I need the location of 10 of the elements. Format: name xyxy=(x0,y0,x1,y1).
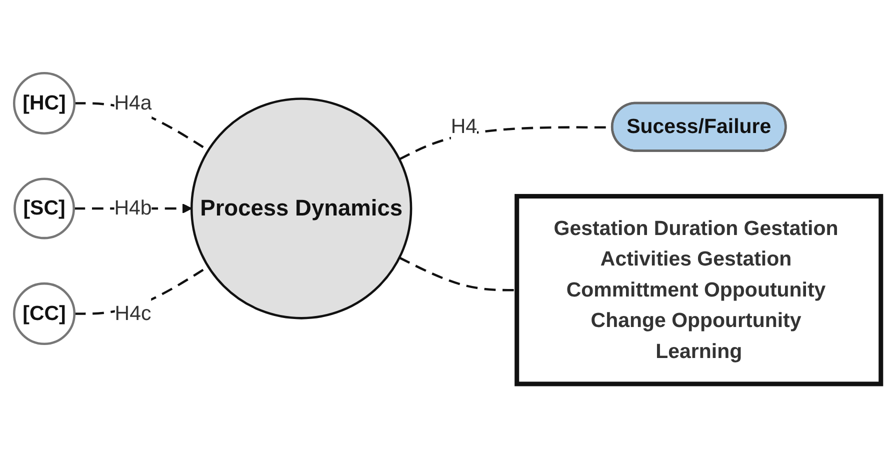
edge-label: H4c xyxy=(114,302,152,324)
node-circle: [CC] xyxy=(12,282,76,345)
node-box: Gestation Duration Gestation Activities Gestation Committment Oppoutunity Change Oppourtunity Learning xyxy=(514,194,884,386)
connector xyxy=(398,256,517,292)
edge-label: H4a xyxy=(114,91,152,114)
node-circle: [SC] xyxy=(14,178,75,240)
edge-label: H4b xyxy=(114,196,152,220)
node-circle: [HC] xyxy=(12,72,76,134)
node-circle: Process Dynamics xyxy=(190,98,412,320)
edge-label: H4 xyxy=(450,114,478,138)
